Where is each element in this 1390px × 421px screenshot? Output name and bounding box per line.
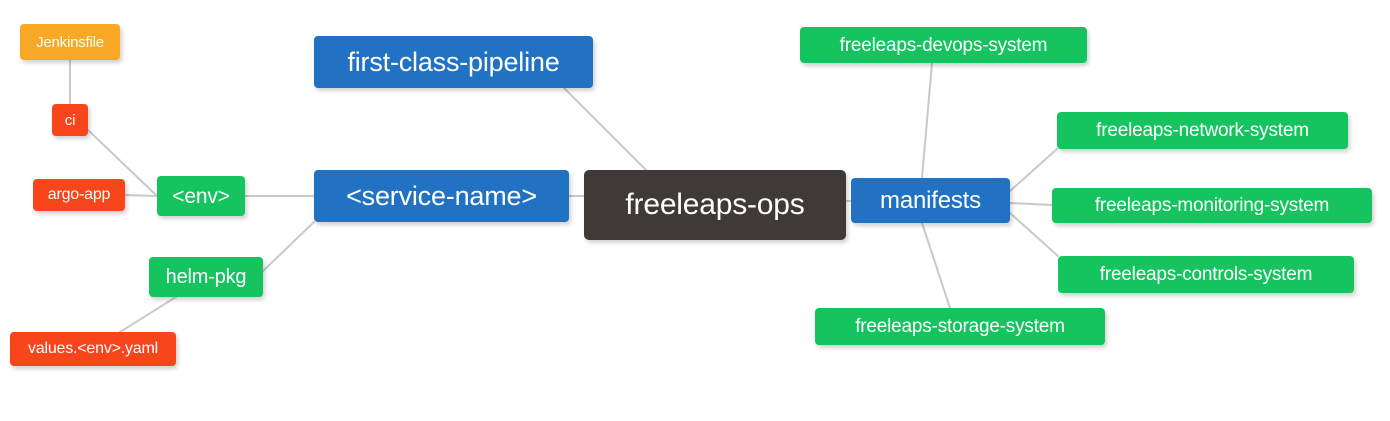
mindmap-node-env[interactable]: <env> [157, 176, 245, 216]
mindmap-node-helm-pkg[interactable]: helm-pkg [149, 257, 263, 297]
mindmap-node-freeleaps-ops[interactable]: freeleaps-ops [584, 170, 846, 240]
mindmap-node-controls-system[interactable]: freeleaps-controls-system [1058, 256, 1354, 293]
mindmap-node-storage-system[interactable]: freeleaps-storage-system [815, 308, 1105, 345]
mindmap-node-manifests[interactable]: manifests [851, 178, 1010, 223]
mindmap-node-ci[interactable]: ci [52, 104, 88, 136]
edge-manifests-to-monitoring-system [1009, 202, 1053, 206]
mindmap-node-devops-system[interactable]: freeleaps-devops-system [800, 27, 1087, 63]
mindmap-node-jenkinsfile[interactable]: Jenkinsfile [20, 24, 120, 60]
mindmap-node-monitoring-system[interactable]: freeleaps-monitoring-system [1052, 188, 1372, 223]
edge-argo-app-to-env [124, 194, 158, 197]
mindmap-node-service-name[interactable]: <service-name> [314, 170, 569, 222]
edge-manifests-to-network-system [1009, 148, 1058, 192]
mindmap-node-values-env-yaml[interactable]: values.<env>.yaml [10, 332, 176, 366]
edge-first-class-pipeline-to-freeleaps-ops [563, 87, 647, 171]
edge-manifests-to-devops-system [921, 62, 933, 179]
mindmap-node-argo-app[interactable]: argo-app [33, 179, 125, 211]
mindmap-node-network-system[interactable]: freeleaps-network-system [1057, 112, 1348, 149]
edge-helm-pkg-to-values-env-yaml [119, 296, 177, 333]
mindmap-node-first-class-pipeline[interactable]: first-class-pipeline [314, 36, 593, 88]
edge-manifests-to-storage-system [921, 222, 951, 309]
edge-manifests-to-controls-system [1009, 212, 1059, 257]
edge-service-name-to-helm-pkg [262, 221, 315, 272]
